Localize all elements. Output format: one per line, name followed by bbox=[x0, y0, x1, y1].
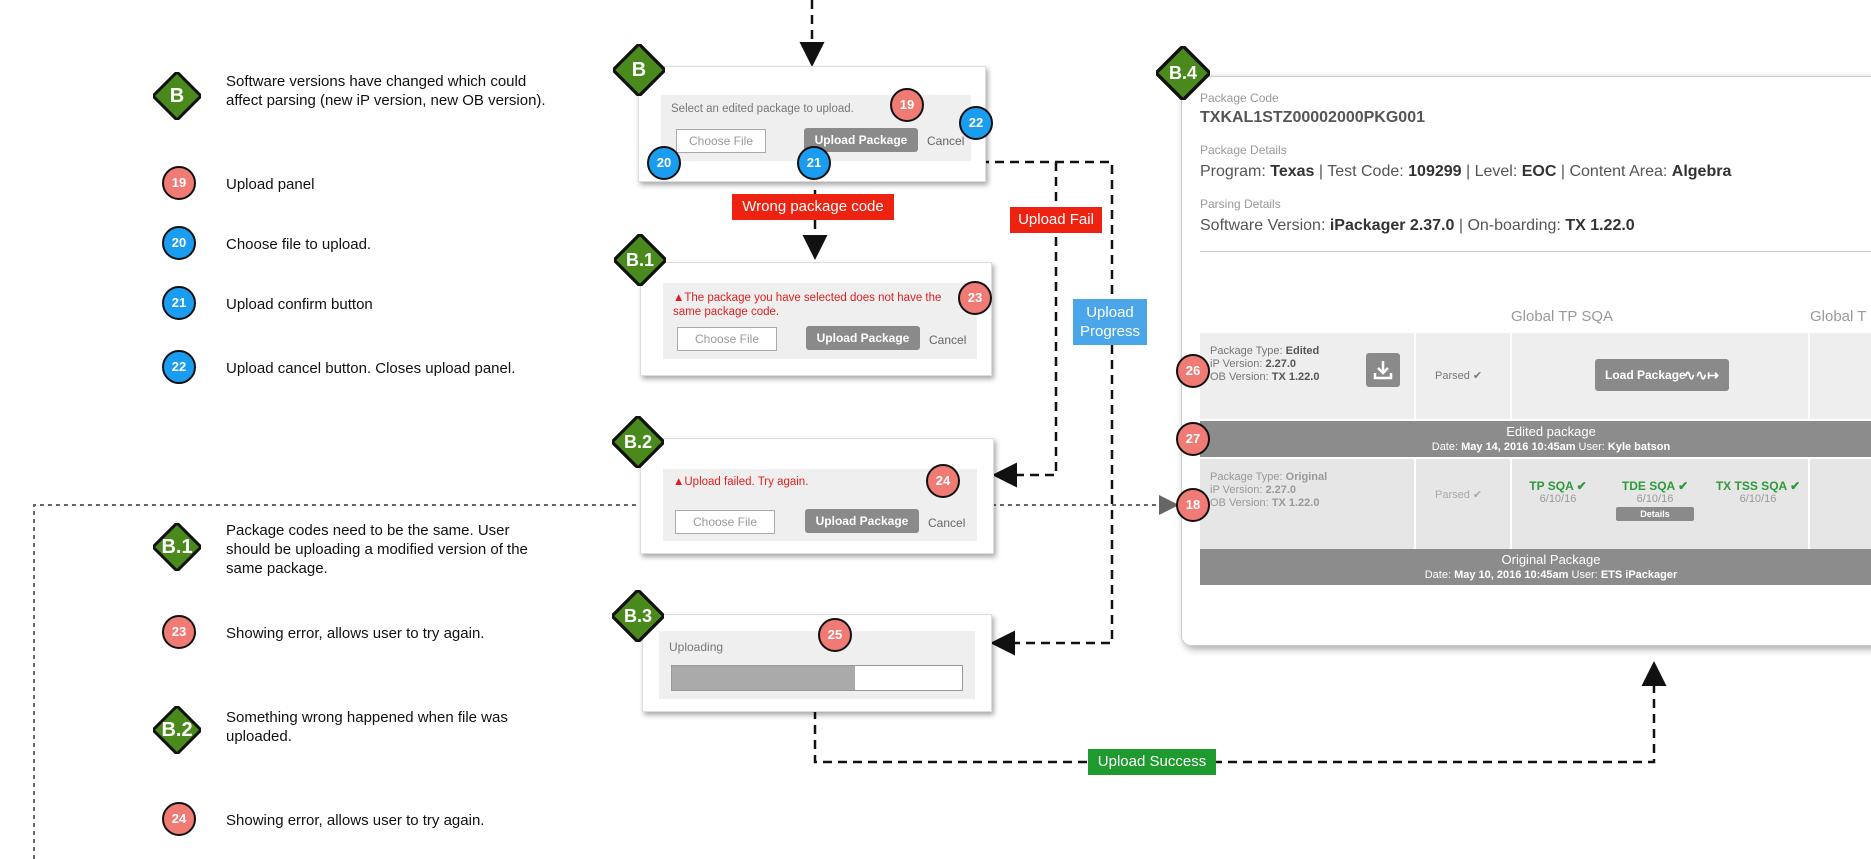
legend-badge-19: 19 bbox=[162, 166, 196, 200]
badge-26: 26 bbox=[1176, 354, 1210, 388]
panel-b2-diamond: B.2 bbox=[612, 416, 664, 468]
panel-b1-diamond: B.1 bbox=[614, 234, 666, 286]
legend-19-text: Upload panel bbox=[226, 176, 315, 193]
legend-b-diamond: B bbox=[153, 72, 201, 120]
badge-24: 24 bbox=[926, 464, 960, 498]
package-details-value: Program: Texas | Test Code: 109299 | Lev… bbox=[1200, 163, 1732, 180]
legend-b2-diamond: B.2 bbox=[153, 706, 201, 754]
badge-18: 18 bbox=[1176, 488, 1210, 522]
upload-failed-error: ▲Upload failed. Try again. bbox=[673, 476, 809, 488]
cancel-link[interactable]: Cancel bbox=[929, 333, 967, 347]
badge-20: 20 bbox=[647, 146, 681, 180]
badge-25: 25 bbox=[818, 618, 852, 652]
edited-package-band: Edited package Date: May 14, 2016 10:45a… bbox=[1200, 421, 1871, 457]
legend-badge-23: 23 bbox=[162, 615, 196, 649]
upload-package-button[interactable]: Upload Package bbox=[805, 509, 919, 533]
cancel-link[interactable]: Cancel bbox=[928, 516, 966, 530]
sqa-tp-date: 6/10/16 bbox=[1539, 493, 1577, 505]
original-package-info: Package Type: Original iP Version: 2.27.… bbox=[1210, 471, 1328, 509]
panel-b3-diamond: B.3 bbox=[612, 590, 664, 642]
legend-b1-text: Package codes need to be the same. User … bbox=[226, 522, 528, 577]
uploading-panel: Uploading bbox=[642, 614, 992, 712]
load-package-button[interactable]: Load Package ∿∿↦ bbox=[1595, 359, 1729, 391]
upload-panel-error: ▲The package you have selected does not … bbox=[640, 262, 992, 376]
legend-badge-24: 24 bbox=[162, 802, 196, 836]
upload-progress-bar bbox=[671, 665, 963, 691]
cancel-link[interactable]: Cancel bbox=[927, 134, 965, 148]
sqa-tx-tss: TX TSS SQA ✔ bbox=[1715, 479, 1801, 493]
package-code-value: TXKAL1STZ00002000PKG001 bbox=[1200, 109, 1425, 126]
upload-package-button[interactable]: Upload Package bbox=[804, 128, 918, 152]
details-button[interactable]: Details bbox=[1616, 507, 1694, 521]
legend-21-text: Upload confirm button bbox=[226, 296, 373, 313]
edited-package-info: Package Type: Edited iP Version: 2.27.0 … bbox=[1210, 345, 1320, 383]
edited-parsed-status: Parsed ✔ bbox=[1435, 370, 1483, 382]
legend-24-text: Showing error, allows user to try again. bbox=[226, 812, 485, 829]
uploading-label: Uploading bbox=[669, 640, 724, 654]
sqa-tde-date: 6/10/16 bbox=[1636, 493, 1674, 505]
package-details-label: Package Details bbox=[1200, 143, 1287, 157]
legend-b1-diamond: B.1 bbox=[153, 523, 201, 571]
badge-27: 27 bbox=[1176, 422, 1210, 456]
panel-b-diamond: B bbox=[613, 44, 665, 96]
badge-23: 23 bbox=[958, 281, 992, 315]
legend-b-text: Software versions have changed which cou… bbox=[226, 73, 546, 109]
legend-23-text: Showing error, allows user to try again. bbox=[226, 625, 485, 642]
column-header-global-t: Global T bbox=[1810, 308, 1867, 325]
upload-fail-label: Upload Fail bbox=[1010, 207, 1102, 233]
original-parsed-status: Parsed ✔ bbox=[1435, 489, 1483, 501]
wrong-package-code-label: Wrong package code bbox=[732, 194, 894, 220]
upload-package-button[interactable]: Upload Package bbox=[806, 326, 920, 350]
parsing-details-label: Parsing Details bbox=[1200, 197, 1281, 211]
badge-21: 21 bbox=[797, 146, 831, 180]
legend-b2-text: Something wrong happened when file was u… bbox=[226, 709, 508, 745]
original-package-band: Original Package Date: May 10, 2016 10:4… bbox=[1200, 549, 1871, 585]
package-detail-card: Package Code TXKAL1STZ00002000PKG001 Pac… bbox=[1181, 76, 1871, 646]
choose-file-button[interactable]: Choose File bbox=[675, 510, 775, 534]
divider bbox=[1200, 251, 1871, 252]
badge-19: 19 bbox=[890, 88, 924, 122]
choose-file-button[interactable]: Choose File bbox=[677, 327, 777, 351]
upload-success-label: Upload Success bbox=[1088, 749, 1216, 775]
legend-badge-21: 21 bbox=[162, 286, 196, 320]
package-code-error: ▲The package you have selected does not … bbox=[673, 292, 942, 318]
waveform-icon: ∿∿↦ bbox=[1683, 367, 1719, 383]
legend-badge-22: 22 bbox=[162, 350, 196, 384]
upload-hint: Select an edited package to upload. bbox=[671, 103, 854, 115]
legend-badge-20: 20 bbox=[162, 226, 196, 260]
legend-22-text: Upload cancel button. Closes upload pane… bbox=[226, 360, 516, 377]
package-code-label: Package Code bbox=[1200, 91, 1279, 105]
choose-file-button[interactable]: Choose File bbox=[676, 129, 766, 153]
column-header-global-tp-sqa: Global TP SQA bbox=[1511, 308, 1613, 325]
badge-22: 22 bbox=[959, 106, 993, 140]
download-icon[interactable] bbox=[1366, 353, 1400, 387]
upload-progress-fill bbox=[672, 666, 855, 690]
upload-panel-failed: ▲Upload failed. Try again. Choose File U… bbox=[640, 438, 994, 554]
legend-20-text: Choose file to upload. bbox=[226, 236, 372, 253]
sqa-tx-tss-date: 6/10/16 bbox=[1739, 493, 1777, 505]
card-b4-diamond: B.4 bbox=[1156, 46, 1210, 100]
parsing-details-value: Software Version: iPackager 2.37.0 | On-… bbox=[1200, 217, 1635, 234]
sqa-tde: TDE SQA ✔ bbox=[1621, 479, 1689, 493]
sqa-tp: TP SQA ✔ bbox=[1529, 479, 1587, 493]
